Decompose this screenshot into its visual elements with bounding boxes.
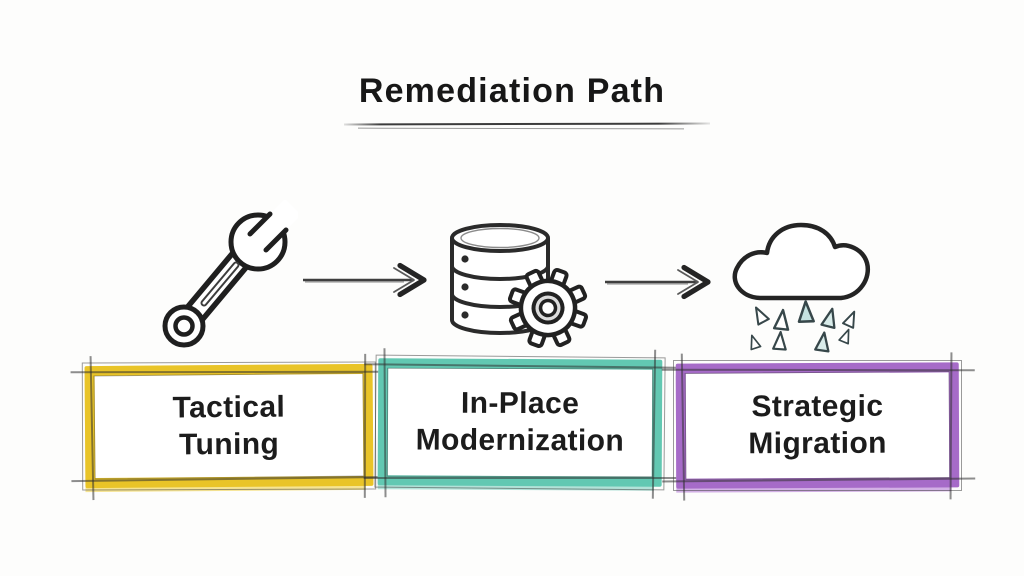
- stage-label: In-Place Modernization: [388, 368, 653, 476]
- stage-label-line: Strategic: [751, 389, 884, 424]
- arrow-right-icon: [602, 263, 724, 301]
- stage-box-in-place-modernization: In-Place Modernization: [363, 348, 679, 499]
- cloud-rain-icon: [722, 203, 887, 358]
- diagram-title: Remediation Path: [358, 72, 666, 110]
- stage-label-line: In-Place: [460, 386, 580, 421]
- stage-label: Tactical Tuning: [95, 374, 364, 478]
- title-underline: [343, 121, 711, 131]
- wrench-icon: [146, 200, 298, 352]
- stage-box-strategic-migration: Strategic Migration: [661, 352, 976, 501]
- stage-label-line: Tuning: [178, 427, 280, 461]
- stage-label-line: Migration: [748, 426, 887, 461]
- stage-label-line: Modernization: [415, 423, 625, 458]
- arrow-right-icon: [300, 261, 440, 299]
- stage-label: Strategic Migration: [686, 372, 949, 478]
- database-gear-icon: [440, 222, 605, 357]
- stage-label-line: Tactical: [172, 390, 286, 424]
- stage-box-tactical-tuning: Tactical Tuning: [70, 353, 390, 501]
